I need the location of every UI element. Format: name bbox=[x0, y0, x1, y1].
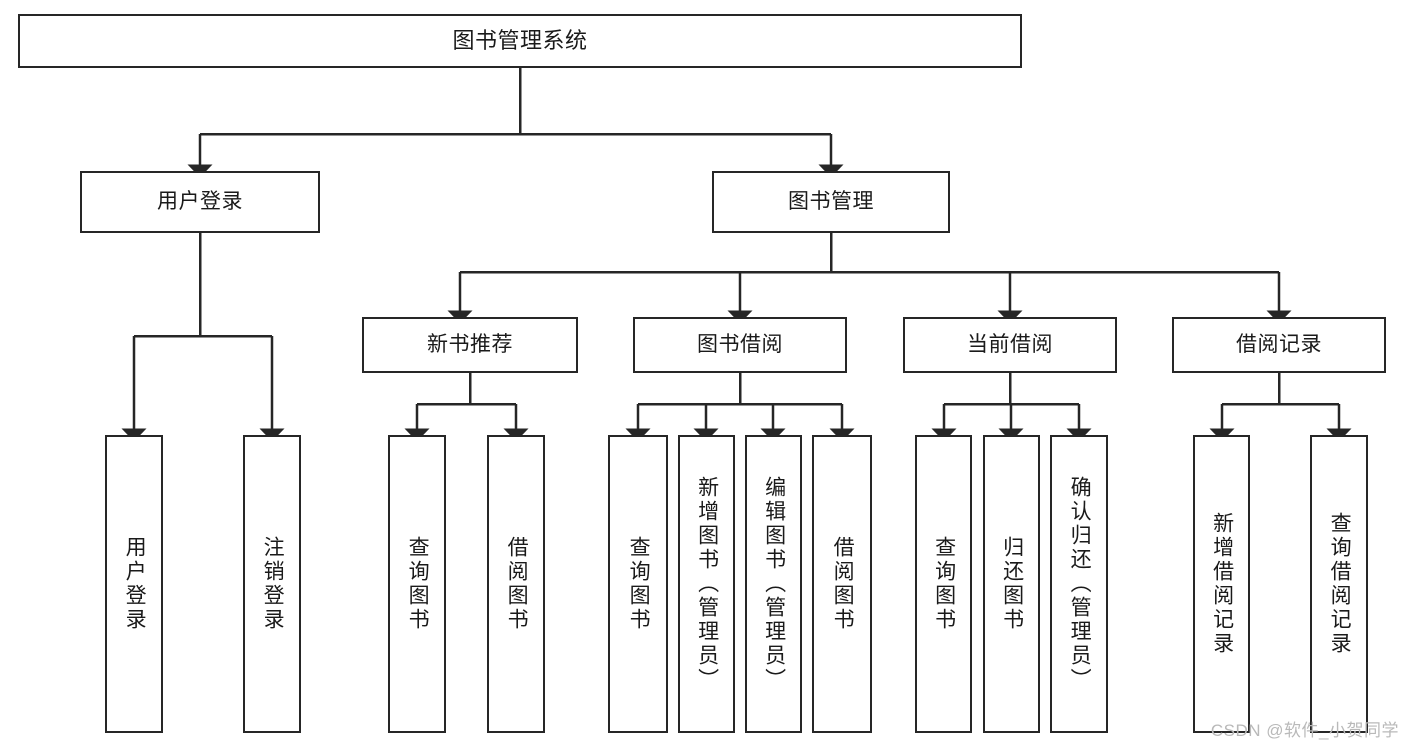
node-root[interactable]: 图书管理系统 bbox=[18, 14, 1022, 68]
node-label: 确认归还（管理员） bbox=[1068, 476, 1092, 692]
node-label: 查询图书 bbox=[932, 536, 956, 632]
node-bookmgmt[interactable]: 图书管理 bbox=[712, 171, 950, 233]
node-leaf-11[interactable]: 确认归还（管理员） bbox=[1050, 435, 1108, 733]
node-label: 归还图书 bbox=[1000, 536, 1024, 632]
node-leaf-6[interactable]: 新增图书（管理员） bbox=[678, 435, 735, 733]
node-leaf-13[interactable]: 查询借阅记录 bbox=[1310, 435, 1368, 733]
node-label: 查询图书 bbox=[406, 536, 430, 632]
node-label: 借阅图书 bbox=[831, 536, 855, 632]
node-label: 图书借阅 bbox=[697, 332, 783, 356]
node-leaf-1[interactable]: 用户登录 bbox=[105, 435, 163, 733]
node-label: 用户登录 bbox=[157, 189, 243, 213]
connector-stems-group bbox=[198, 68, 1281, 404]
node-label: 编辑图书（管理员） bbox=[762, 476, 786, 692]
node-leaf-7[interactable]: 编辑图书（管理员） bbox=[745, 435, 802, 733]
node-leaf-3[interactable]: 查询图书 bbox=[388, 435, 446, 733]
node-label: 当前借阅 bbox=[967, 332, 1053, 356]
node-login[interactable]: 用户登录 bbox=[80, 171, 320, 233]
node-label: 图书管理系统 bbox=[452, 28, 588, 54]
node-label: 借阅记录 bbox=[1236, 332, 1322, 356]
node-label: 新增借阅记录 bbox=[1210, 512, 1234, 656]
node-newbook[interactable]: 新书推荐 bbox=[362, 317, 578, 373]
node-leaf-4[interactable]: 借阅图书 bbox=[487, 435, 545, 733]
node-leaf-9[interactable]: 查询图书 bbox=[915, 435, 972, 733]
node-current[interactable]: 当前借阅 bbox=[903, 317, 1117, 373]
node-label: 注销登录 bbox=[261, 536, 285, 632]
node-label: 借阅图书 bbox=[505, 536, 529, 632]
node-borrow[interactable]: 图书借阅 bbox=[633, 317, 847, 373]
node-leaf-5[interactable]: 查询图书 bbox=[608, 435, 668, 733]
node-leaf-10[interactable]: 归还图书 bbox=[983, 435, 1040, 733]
node-label: 用户登录 bbox=[123, 536, 147, 632]
node-label: 新增图书（管理员） bbox=[695, 476, 719, 692]
connector-arrows-group bbox=[121, 134, 1352, 442]
node-label: 图书管理 bbox=[788, 189, 874, 213]
node-records[interactable]: 借阅记录 bbox=[1172, 317, 1386, 373]
node-label: 查询借阅记录 bbox=[1328, 512, 1352, 656]
node-leaf-2[interactable]: 注销登录 bbox=[243, 435, 301, 733]
node-leaf-8[interactable]: 借阅图书 bbox=[812, 435, 872, 733]
node-label: 新书推荐 bbox=[427, 332, 513, 356]
node-label: 查询图书 bbox=[627, 536, 651, 632]
node-leaf-12[interactable]: 新增借阅记录 bbox=[1193, 435, 1250, 733]
